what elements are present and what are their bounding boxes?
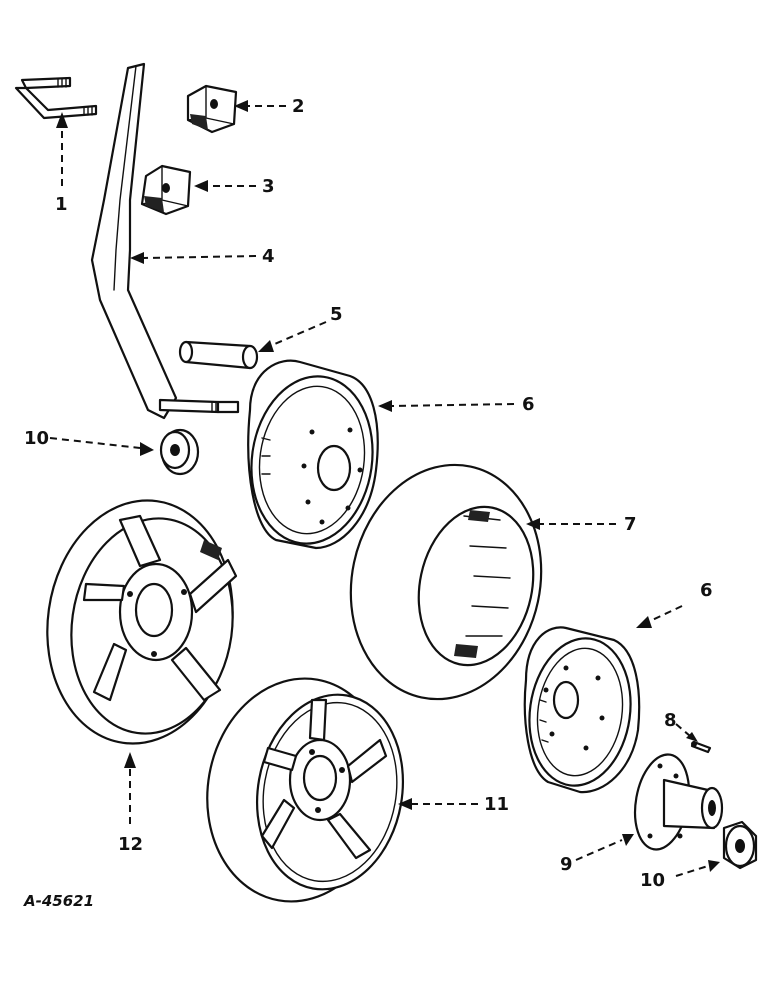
reference-number: A-45621: [23, 892, 94, 910]
part-6-disc-upper: [247, 359, 379, 550]
part-7-tire-band: [349, 463, 543, 701]
callout-labels: 1 2 3 4 5 6 7 6 8 9 10 10 11 12: [24, 96, 713, 891]
callout-6-lower: 6: [700, 580, 713, 601]
callout-11: 11: [484, 794, 509, 815]
callout-9: 9: [560, 854, 573, 875]
callout-10-lower: 10: [640, 870, 665, 891]
part-8-bolt: [690, 740, 712, 754]
callout-7: 7: [624, 514, 637, 535]
leader-lines: [49, 100, 720, 877]
part-3-clamp: [140, 164, 192, 216]
callout-1: 1: [55, 194, 68, 215]
part-1-u-bolt: [14, 76, 98, 120]
part-10-bearing-upper: [159, 428, 200, 476]
callout-2: 2: [292, 96, 305, 117]
part-11-wheel-half: [206, 677, 405, 903]
part-5-spacer-tube: [178, 340, 259, 370]
part-9-hub: [633, 753, 724, 851]
callout-8: 8: [664, 710, 677, 731]
part-12-wheel-half: [46, 499, 238, 745]
part-4-arm: [90, 62, 240, 420]
part-10-bearing-lower: [722, 820, 758, 870]
callout-4: 4: [262, 246, 275, 267]
callout-10-upper: 10: [24, 428, 49, 449]
callout-5: 5: [330, 304, 343, 325]
part-6-disc-lower: [523, 626, 641, 794]
callout-6-upper: 6: [522, 394, 535, 415]
callout-12: 12: [118, 834, 143, 855]
callout-3: 3: [262, 176, 275, 197]
part-2-clamp: [186, 84, 238, 134]
